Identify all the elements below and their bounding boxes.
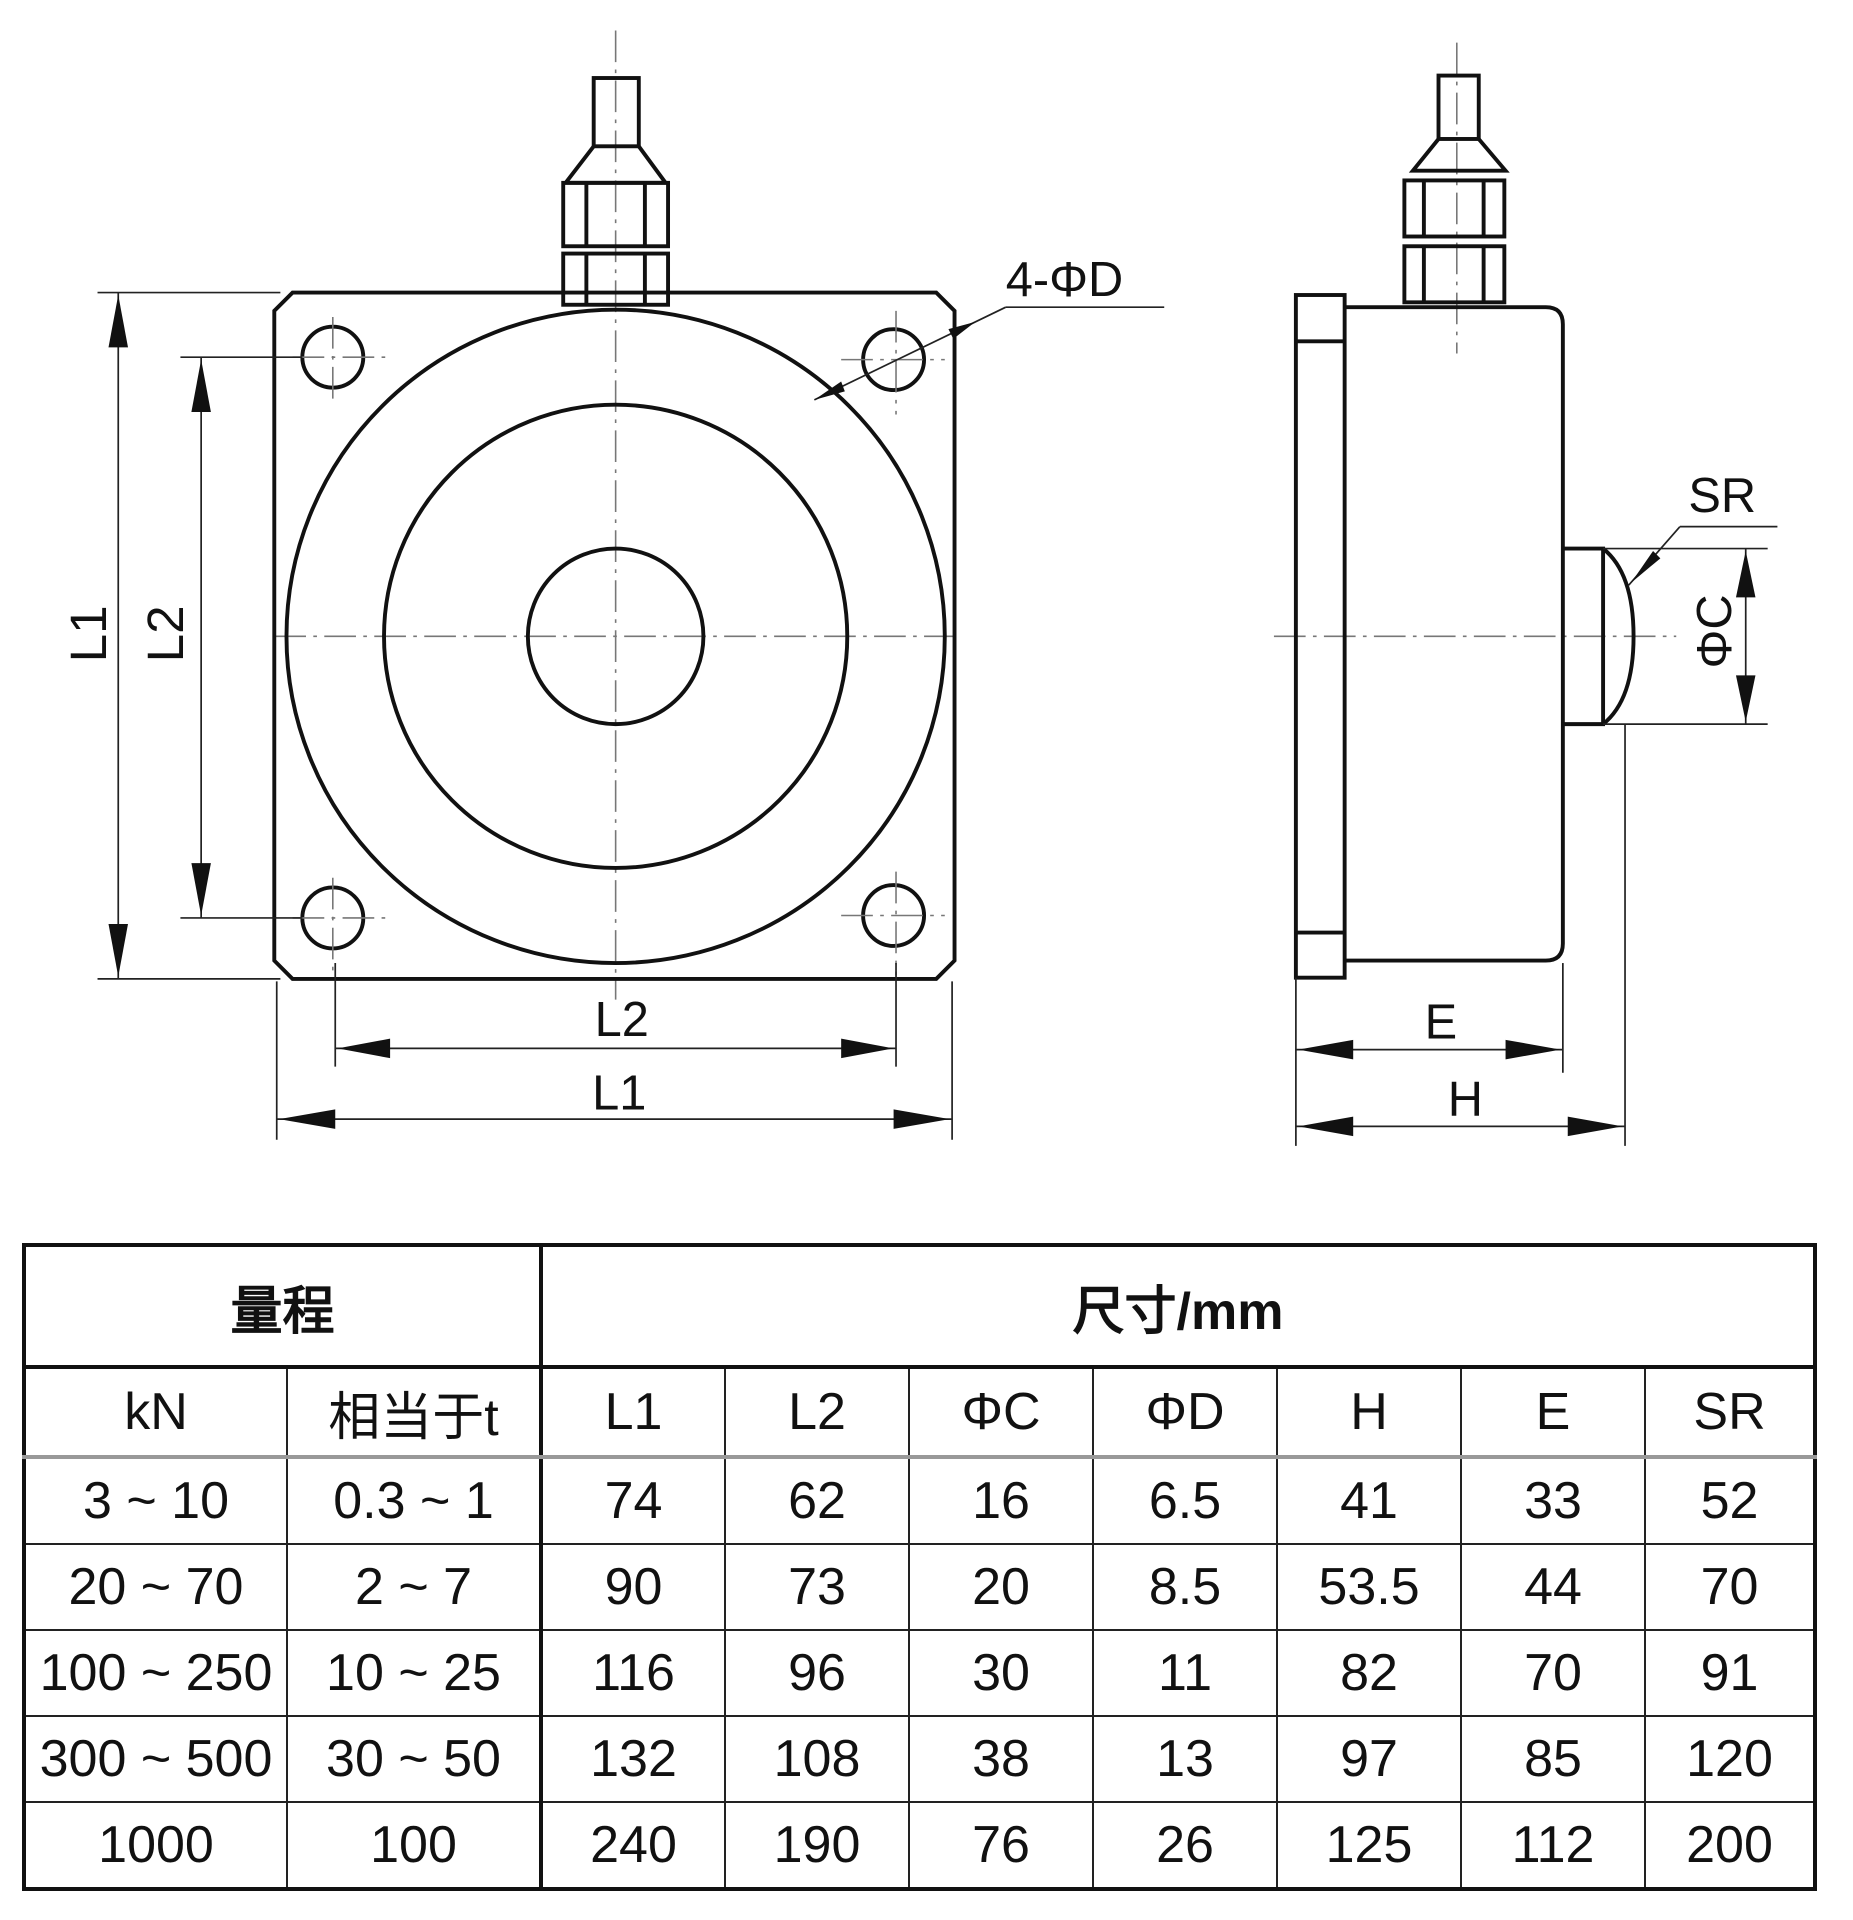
col-header-sr: SR [1644, 1366, 1818, 1459]
cell-l1: 132 [540, 1715, 727, 1803]
cell-kn: 20 ~ 70 [22, 1543, 288, 1631]
col-header-kn: kN [22, 1366, 288, 1459]
sr-label: SR [1688, 469, 1756, 523]
cell-phid: 11 [1092, 1629, 1279, 1717]
cell-phic: 20 [908, 1543, 1095, 1631]
cell-h: 41 [1276, 1456, 1463, 1545]
col-header-h: H [1276, 1366, 1463, 1459]
cell-ton: 100 [285, 1801, 544, 1891]
hole-callout-label: 4-ΦD [1006, 253, 1123, 307]
cell-e: 85 [1460, 1715, 1647, 1803]
cell-e: 33 [1460, 1456, 1647, 1545]
column-header-row: kN 相当于t L1 L2 ΦC ΦD H E SR [22, 1366, 1818, 1459]
cell-ton: 0.3 ~ 1 [285, 1456, 544, 1545]
cell-kn: 300 ~ 500 [22, 1715, 288, 1803]
cell-h: 125 [1276, 1801, 1463, 1891]
cell-sr: 52 [1644, 1456, 1818, 1545]
cell-l1: 240 [540, 1801, 727, 1891]
front-view: 4-ΦD L1 L2 L2 L1 [60, 30, 1165, 1140]
cell-sr: 120 [1644, 1715, 1818, 1803]
side-view: SR ΦC E H [1273, 42, 1778, 1146]
cell-phic: 30 [908, 1629, 1095, 1717]
l2-vertical-label: L2 [137, 605, 194, 662]
phi-c-label: ΦC [1688, 594, 1742, 668]
l1-horizontal-label: L1 [592, 1066, 646, 1120]
cell-phic: 38 [908, 1715, 1095, 1803]
cell-l2: 73 [724, 1543, 911, 1631]
cell-ton: 30 ~ 50 [285, 1715, 544, 1803]
cell-l1: 116 [540, 1629, 727, 1717]
cell-l2: 62 [724, 1456, 911, 1545]
cell-phid: 8.5 [1092, 1543, 1279, 1631]
cell-phic: 76 [908, 1801, 1095, 1891]
cell-sr: 91 [1644, 1629, 1818, 1717]
cell-l1: 90 [540, 1543, 727, 1631]
cell-ton: 10 ~ 25 [285, 1629, 544, 1717]
range-group-header: 量程 [21, 1243, 544, 1369]
cell-kn: 3 ~ 10 [22, 1456, 288, 1545]
col-header-l1: L1 [540, 1366, 727, 1459]
col-header-e: E [1460, 1366, 1647, 1459]
e-label: E [1425, 996, 1458, 1050]
cell-h: 97 [1276, 1715, 1463, 1803]
cell-l2: 108 [724, 1715, 911, 1803]
cell-l1: 74 [540, 1456, 727, 1545]
cell-e: 112 [1460, 1801, 1647, 1891]
table-row: 20 ~ 70 2 ~ 7 90 73 20 8.5 53.5 44 70 [22, 1543, 1818, 1631]
cell-e: 70 [1460, 1629, 1647, 1717]
cell-phid: 26 [1092, 1801, 1279, 1891]
table-row: 3 ~ 10 0.3 ~ 1 74 62 16 6.5 41 33 52 [22, 1456, 1818, 1545]
group-header-row: 量程 尺寸/mm [21, 1243, 1818, 1369]
cell-ton: 2 ~ 7 [285, 1543, 544, 1631]
cell-phid: 6.5 [1092, 1456, 1279, 1545]
cell-sr: 200 [1644, 1801, 1818, 1891]
cell-phic: 16 [908, 1456, 1095, 1545]
cell-l2: 190 [724, 1801, 911, 1891]
spec-table: 量程 尺寸/mm kN 相当于t L1 L2 ΦC ΦD H E SR 3 ~ … [21, 1243, 1818, 1891]
col-header-l2: L2 [724, 1366, 911, 1459]
cell-l2: 96 [724, 1629, 911, 1717]
table-row: 1000 100 240 190 76 26 125 112 200 [22, 1801, 1818, 1891]
cell-h: 53.5 [1276, 1543, 1463, 1631]
col-header-ton: 相当于t [285, 1366, 544, 1459]
dimensions-group-header: 尺寸/mm [540, 1243, 1818, 1369]
col-header-phid: ΦD [1092, 1366, 1279, 1459]
l1-vertical-label: L1 [60, 605, 117, 662]
l2-horizontal-label: L2 [595, 993, 649, 1047]
cell-h: 82 [1276, 1629, 1463, 1717]
col-header-phic: ΦC [908, 1366, 1095, 1459]
cell-e: 44 [1460, 1543, 1647, 1631]
cell-kn: 100 ~ 250 [22, 1629, 288, 1717]
cell-sr: 70 [1644, 1543, 1818, 1631]
h-label: H [1448, 1072, 1483, 1126]
cell-phid: 13 [1092, 1715, 1279, 1803]
table-row: 100 ~ 250 10 ~ 25 116 96 30 11 82 70 91 [22, 1629, 1818, 1717]
cell-kn: 1000 [22, 1801, 288, 1891]
table-row: 300 ~ 500 30 ~ 50 132 108 38 13 97 85 12… [22, 1715, 1818, 1803]
